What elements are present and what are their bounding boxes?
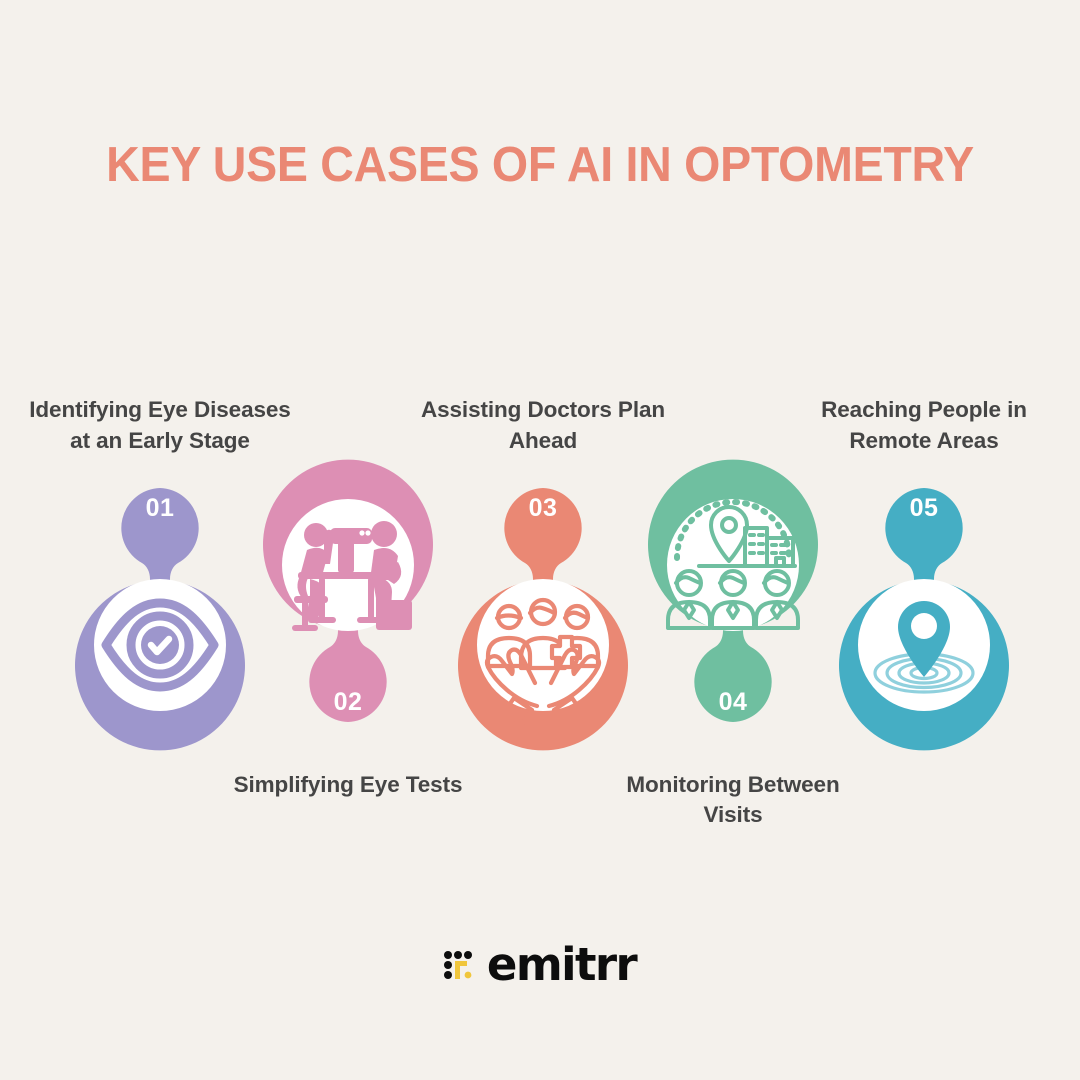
check-icon	[147, 635, 173, 656]
item-2-pin[interactable]: 02	[250, 459, 446, 740]
item-1-number: 01	[145, 494, 175, 522]
item-4-number: 04	[718, 688, 748, 716]
eye-exam-slit-lamp-icon	[292, 521, 412, 631]
emitrr-logo-text: emitrr	[486, 938, 638, 991]
page-title: KEY USE CASES OF AI IN OPTOMETRY	[106, 138, 974, 192]
item-3-pin[interactable]: 03	[445, 470, 641, 751]
item-2-pin-shape	[263, 459, 433, 722]
item-1-pin[interactable]: 01	[62, 470, 258, 751]
item-1-pin-shape	[75, 488, 246, 751]
item-5-label: Reaching People in Remote Areas	[821, 397, 1027, 453]
brand-logo[interactable]: emitrr	[0, 942, 1080, 987]
emitrr-logo-mark-icon	[443, 950, 472, 979]
map-pin-ripple-icon	[873, 601, 975, 694]
item-4-label: Monitoring Between Visits	[626, 772, 840, 828]
item-4-pin-shape	[648, 459, 818, 722]
location-pin-buildings-people-icon	[666, 499, 800, 630]
item-3-pin-shape	[458, 488, 628, 751]
infographic-item-3[interactable]: Assisting Doctors Plan Ahead	[421, 397, 665, 751]
item-3-label: Assisting Doctors Plan Ahead	[420, 397, 666, 453]
infographic-item-4[interactable]: 04 Monitoring Between Visits	[626, 459, 840, 827]
item-2-label: Simplifying Eye Tests	[233, 772, 463, 797]
item-4-pin[interactable]: 04	[635, 459, 831, 740]
item-5-pin[interactable]: 05	[826, 470, 1022, 751]
infographic-item-1[interactable]: Identifying Eye Diseases at an Early Sta…	[29, 397, 291, 751]
eye-check-icon	[101, 598, 219, 692]
people-medical-cross-hands-icon	[484, 597, 602, 727]
item-2-number: 02	[333, 688, 363, 716]
item-5-number: 05	[909, 494, 939, 522]
item-5-pin-shape	[839, 488, 1009, 751]
pin-hole	[911, 613, 937, 639]
infographic-item-2[interactable]: 02 Simplifying Eye Tests	[234, 459, 463, 797]
item-1-label: Identifying Eye Diseases at an Early Sta…	[29, 397, 291, 453]
item-3-number: 03	[528, 494, 558, 522]
infographic-item-5[interactable]: Reaching People in Remote Areas 05	[821, 397, 1027, 751]
